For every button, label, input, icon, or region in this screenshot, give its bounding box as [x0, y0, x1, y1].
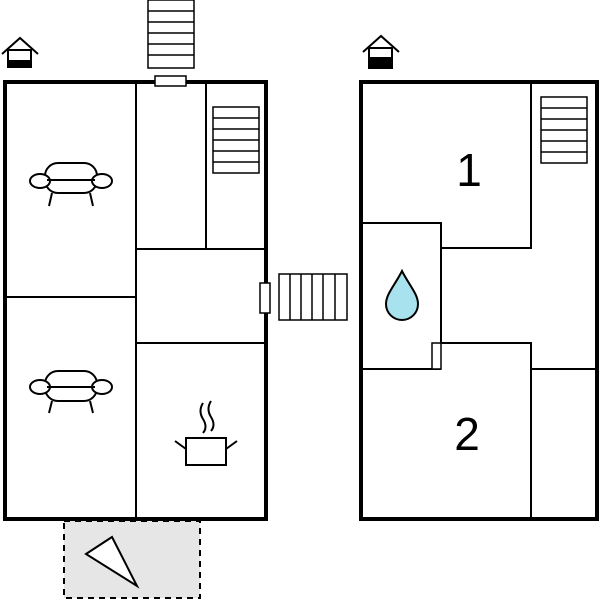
house-ground-floor-icon: [1, 36, 39, 68]
stairs-icon: [147, 0, 195, 69]
water-drop-icon: [384, 268, 420, 321]
room-number-2: 2: [454, 408, 480, 460]
sofa-icon: [29, 162, 113, 207]
house-upper-floor-icon: [362, 34, 400, 69]
ground-floor-interior-walls: [5, 82, 266, 519]
room-number-1: 1: [456, 144, 482, 196]
compass-pointer-icon: [84, 535, 140, 589]
cooking-pot-icon: [174, 400, 238, 466]
terrace: [63, 520, 201, 599]
upper-floor: 1 2: [359, 34, 599, 521]
upper-floor-interior-walls: [361, 82, 597, 519]
stairs-icon: [278, 273, 348, 321]
front-door: [154, 75, 187, 87]
stairs-icon: [212, 106, 260, 174]
stairs-icon: [540, 96, 588, 164]
side-door: [259, 282, 271, 314]
ground-floor: [1, 0, 271, 599]
bathroom-door: [431, 342, 442, 370]
sofa-icon: [29, 370, 113, 414]
